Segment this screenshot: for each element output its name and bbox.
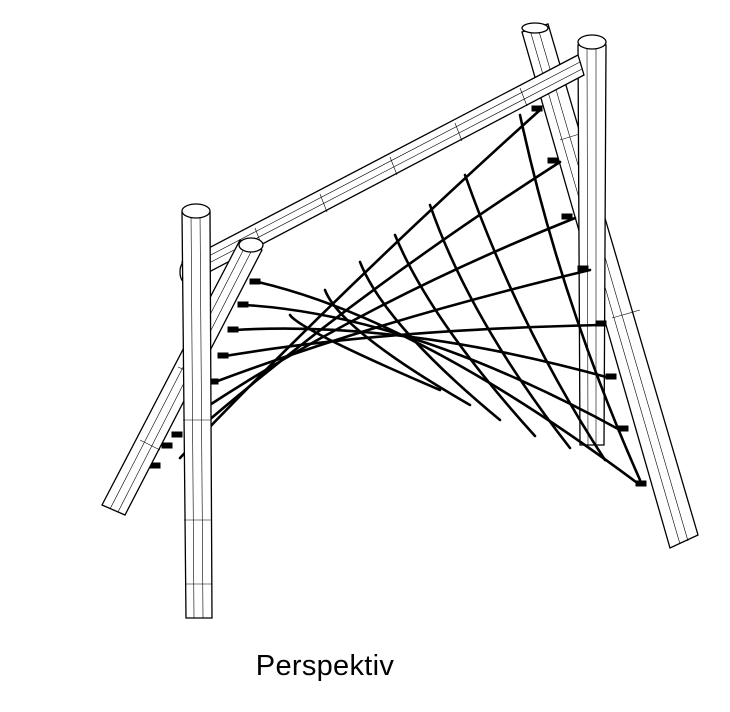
climbing-net (149, 105, 647, 487)
right-diagonal-post (521, 22, 699, 549)
left-diagonal-post (101, 237, 264, 516)
right-vertical-post (577, 34, 607, 446)
left-vertical-post (181, 203, 213, 619)
climbing-net-frame-drawing (101, 22, 699, 619)
figure-caption: Perspektiv (255, 650, 395, 682)
